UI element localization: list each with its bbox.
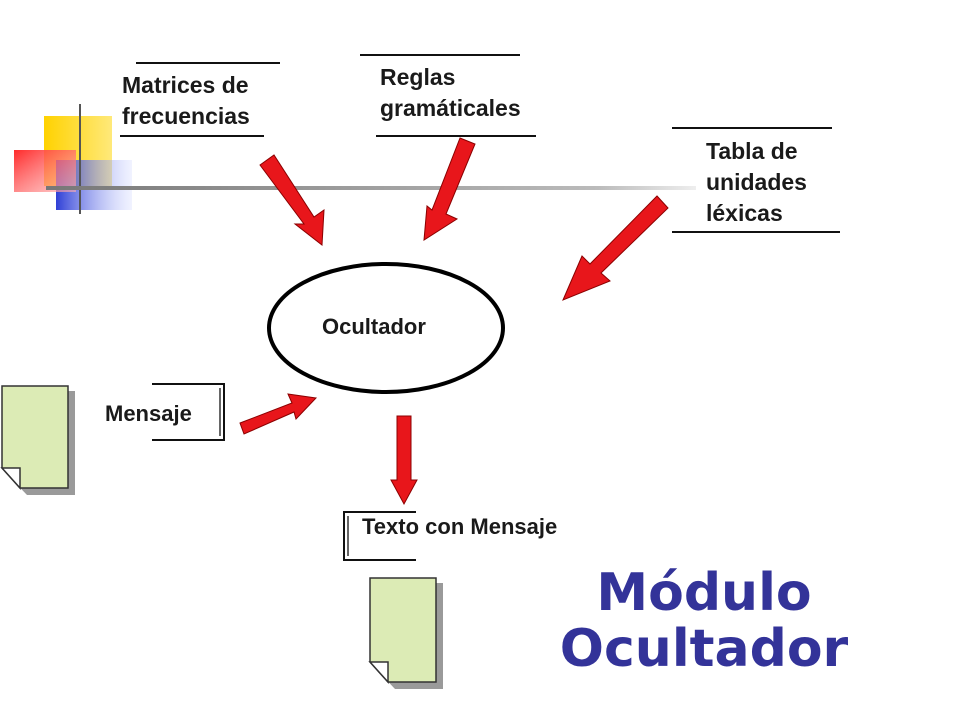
label-ocultador: Ocultador — [322, 314, 426, 339]
datastore-reglas — [360, 54, 536, 137]
datastore-matrices — [120, 62, 280, 137]
label-tabla-line2: unidades — [706, 169, 807, 195]
datastore-texto — [343, 511, 416, 561]
arrow-tabla-to-ocultador — [562, 195, 669, 301]
datastore-tabla — [672, 127, 840, 233]
document-texto-icon — [368, 577, 443, 689]
label-texto-con-mensaje: Texto con Mensaje — [362, 514, 558, 539]
label-tabla-line3: léxicas — [706, 200, 783, 226]
slide-title-line2: Ocultador — [559, 619, 849, 679]
label-matrices: Matrices de frecuencias — [122, 70, 250, 132]
label-reglas-line2: gramáticales — [380, 95, 521, 121]
arrow-ocultador-to-texto — [390, 415, 418, 506]
label-tabla-line1: Tabla de — [706, 138, 798, 164]
deco-red-square — [14, 150, 76, 192]
slide-title-line1: Módulo — [596, 563, 812, 623]
deco-horizontal-line — [46, 186, 696, 190]
arrow-reglas-to-ocultador — [423, 137, 476, 241]
arrow-mensaje-to-ocultador — [239, 393, 318, 435]
label-reglas-line1: Reglas — [380, 64, 456, 90]
process-ellipse — [267, 262, 505, 394]
datastore-mensaje — [152, 383, 225, 441]
label-tabla: Tabla de unidades léxicas — [706, 136, 807, 229]
label-matrices-line2: frecuencias — [122, 103, 250, 129]
label-mensaje: Mensaje — [105, 401, 192, 426]
slide-title: Módulo Ocultador — [524, 565, 884, 677]
document-mensaje-icon — [0, 385, 75, 495]
label-matrices-line1: Matrices de — [122, 72, 249, 98]
arrow-matrices-to-ocultador — [259, 154, 325, 246]
label-reglas: Reglas gramáticales — [380, 62, 521, 124]
